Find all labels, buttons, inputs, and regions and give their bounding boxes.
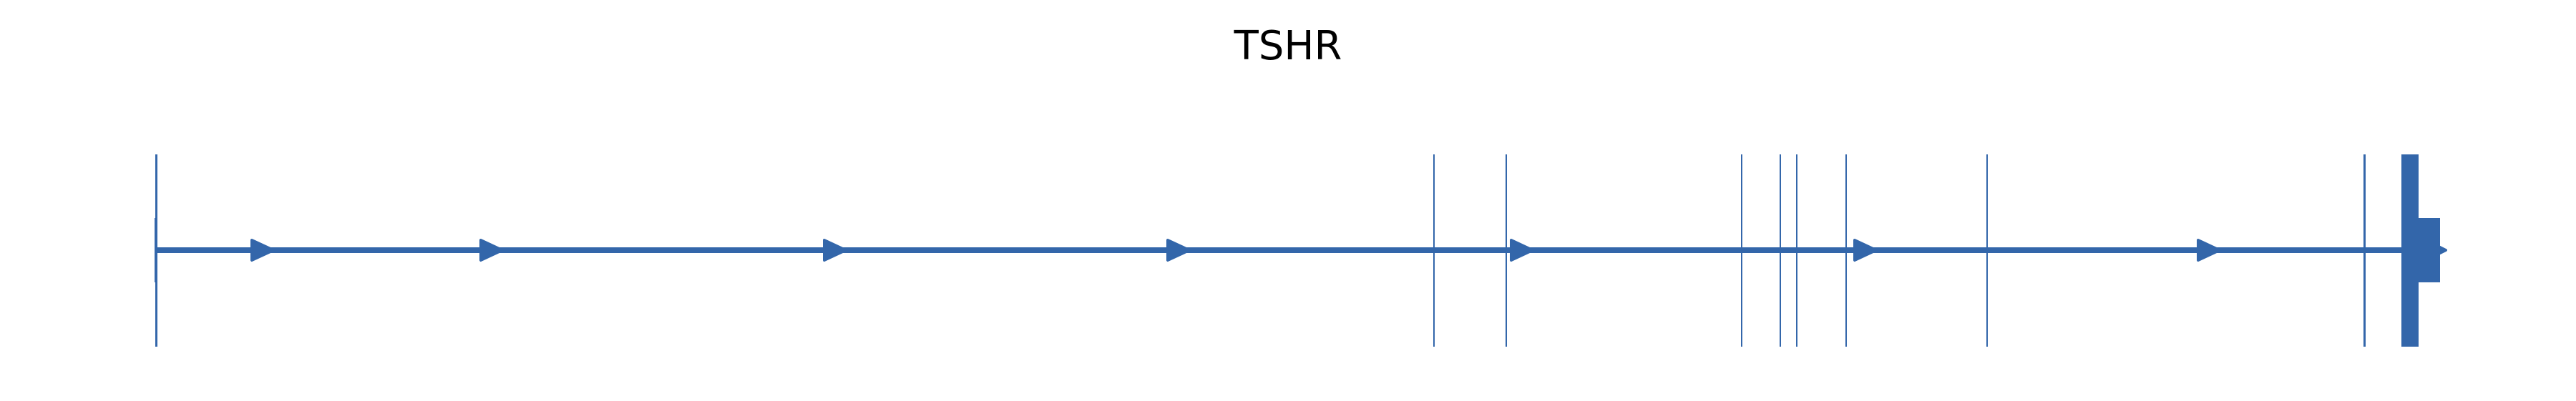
exon-6 — [1796, 154, 1797, 347]
exon-5 — [1780, 154, 1781, 347]
strand-arrow-icon — [1510, 239, 1534, 262]
strand-arrow-icon — [479, 239, 504, 262]
strand-arrow-icon — [250, 239, 275, 262]
direction-arrows — [250, 239, 2447, 262]
exon-1 — [155, 154, 157, 347]
exon-2 — [1433, 154, 1435, 347]
exon-7 — [1845, 154, 1847, 347]
strand-arrow-icon — [2430, 242, 2447, 259]
exon-9 — [2363, 154, 2366, 347]
exon-8 — [1986, 154, 1988, 347]
exon-10 — [2401, 154, 2419, 347]
strand-arrow-icon — [2197, 239, 2221, 262]
strand-arrow-icon — [1166, 239, 1191, 262]
exon-3 — [1506, 154, 1507, 347]
strand-arrow-icon — [1853, 239, 1878, 262]
gene-title: TSHR — [1234, 23, 1342, 69]
exon-4 — [1741, 154, 1742, 347]
strand-arrow-icon — [823, 239, 847, 262]
